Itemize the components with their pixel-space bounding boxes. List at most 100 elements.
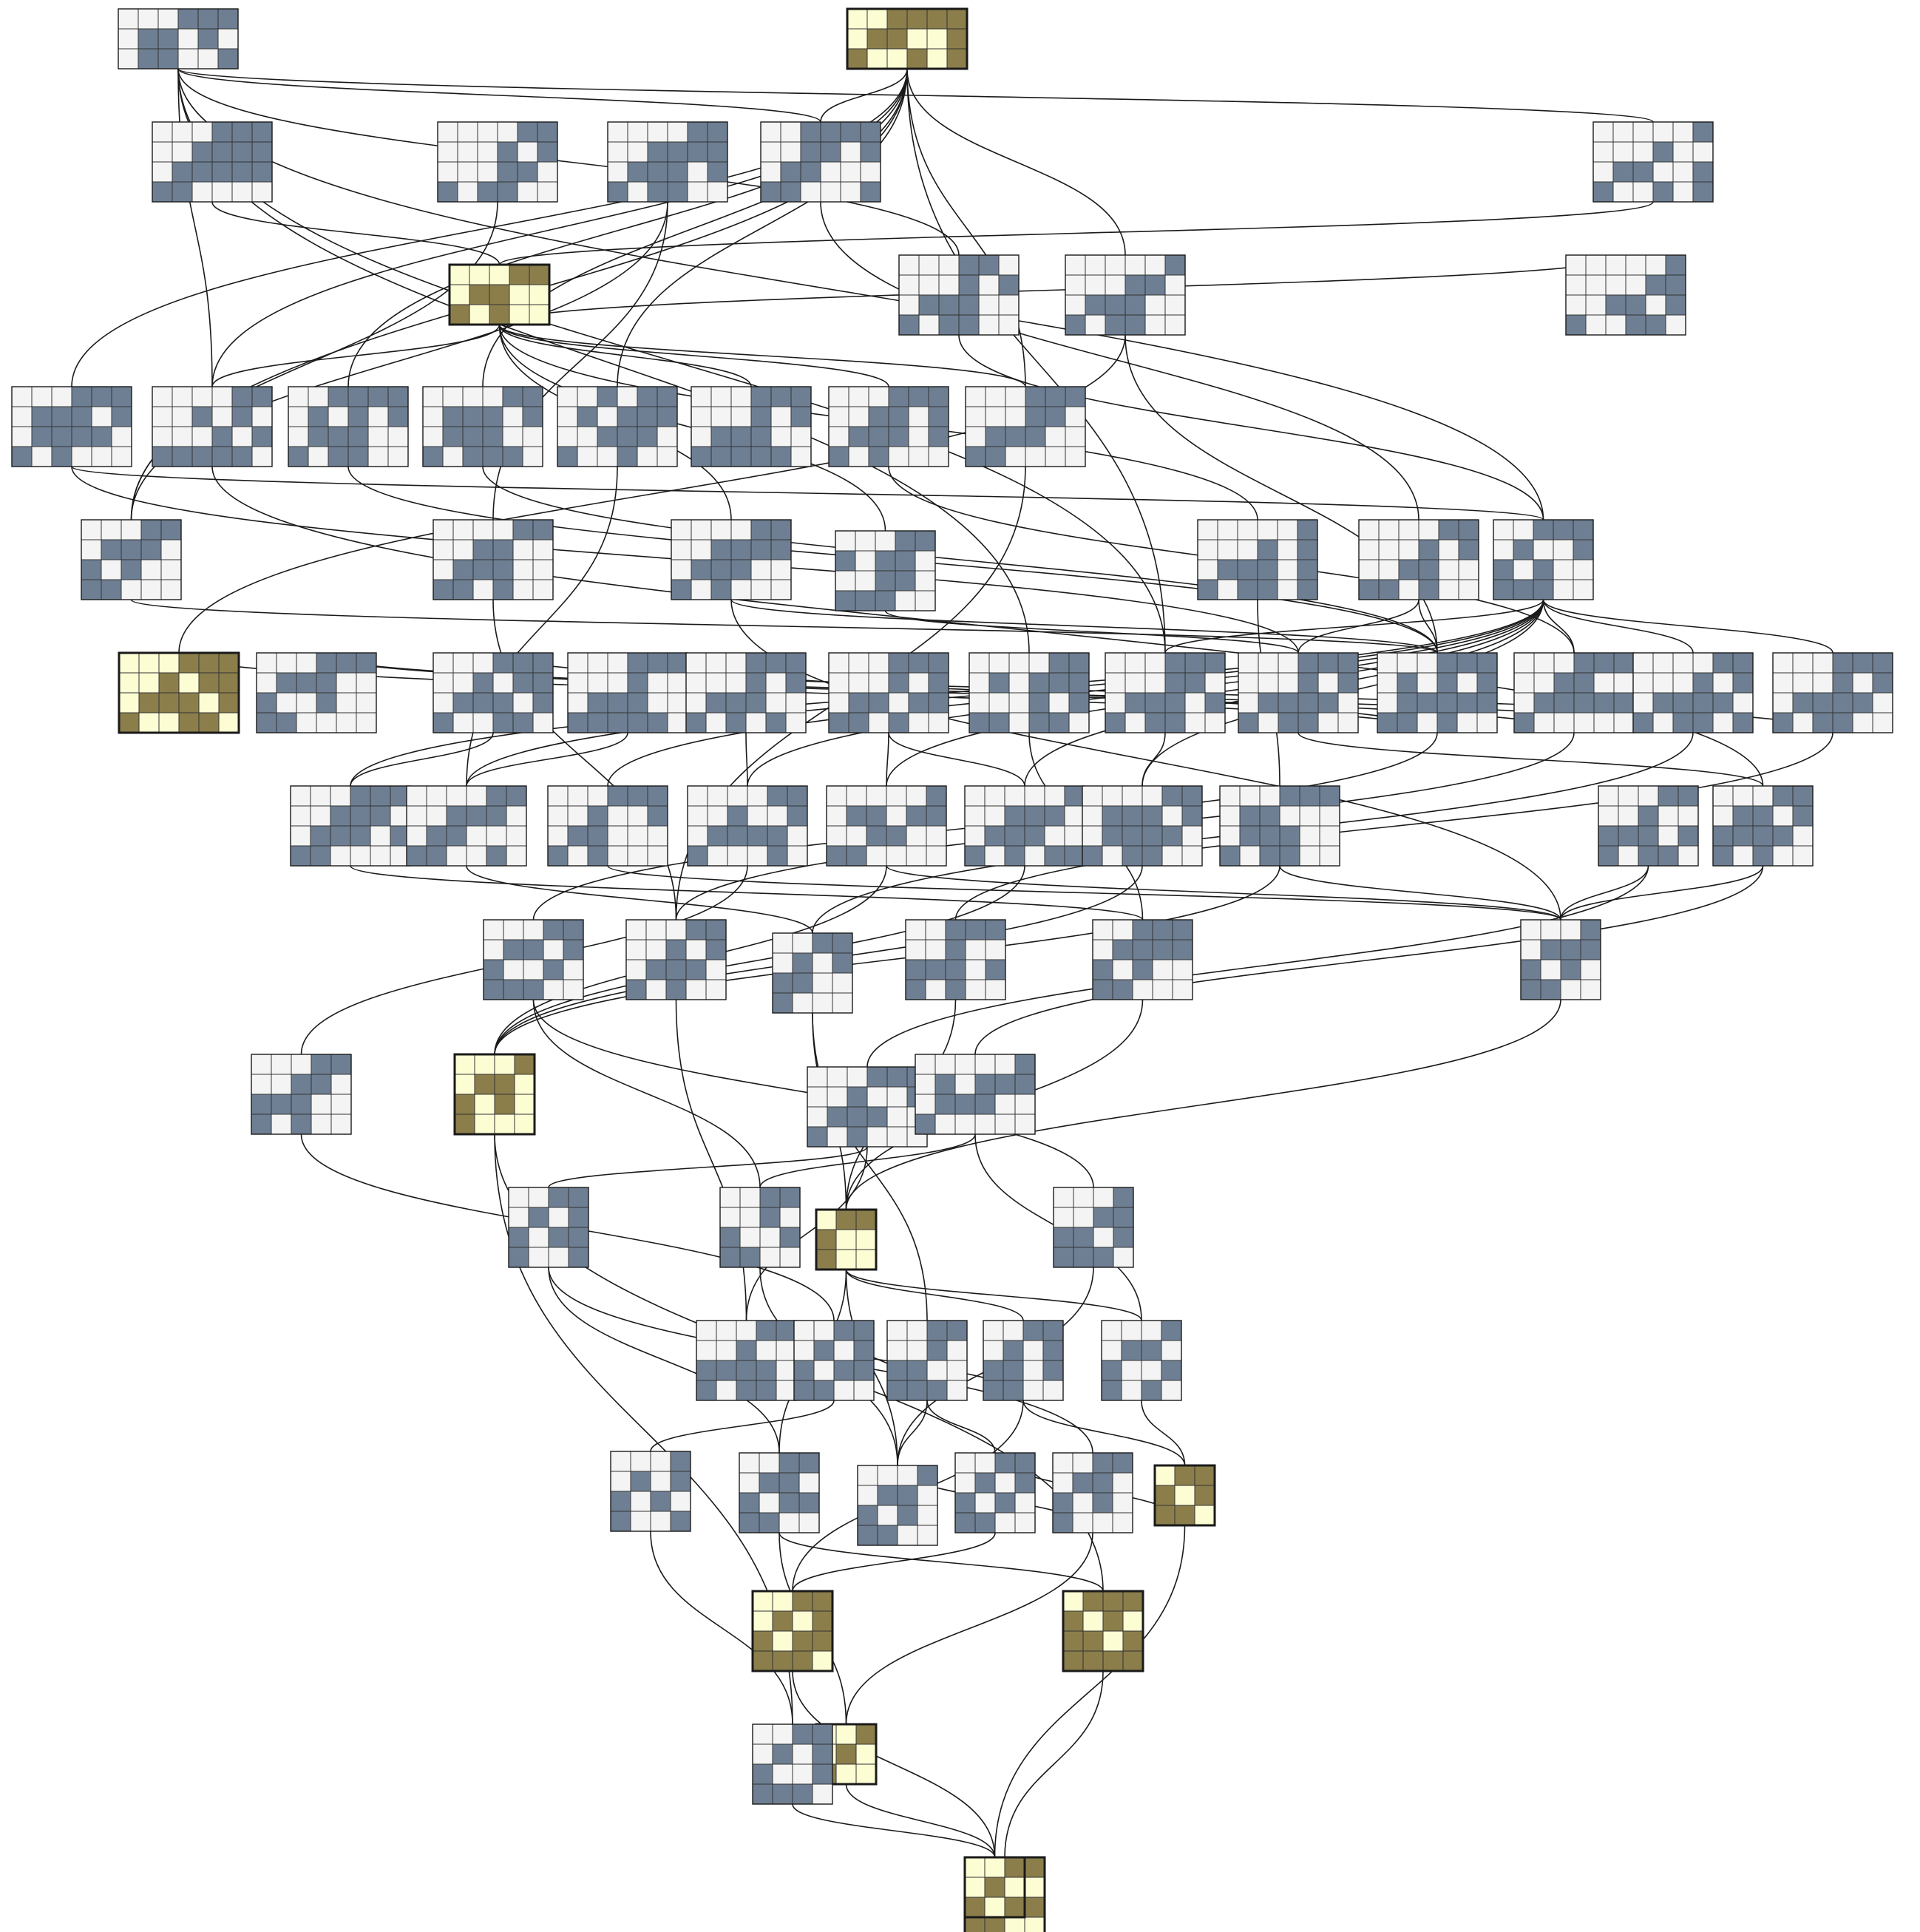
- grid-cell: [1560, 939, 1581, 960]
- grid-cell: [691, 559, 712, 580]
- grid-cell: [1417, 712, 1438, 733]
- grid-node-n70: [857, 1465, 938, 1546]
- grid-cell: [945, 919, 966, 940]
- grid-cell: [543, 939, 564, 960]
- grid-cell: [792, 932, 813, 954]
- grid-cell: [172, 161, 193, 183]
- grid-cell: [1132, 939, 1153, 960]
- grid-cell: [938, 254, 960, 276]
- grid-cell: [466, 785, 487, 807]
- grid-cell: [231, 406, 253, 427]
- grid-cell: [256, 672, 277, 694]
- grid-cell: [1319, 785, 1340, 807]
- grid-cell: [607, 712, 628, 733]
- grid-cell: [650, 1511, 671, 1532]
- grid-cell: [1152, 919, 1173, 940]
- edge: [994, 1525, 1186, 1858]
- grid-cell: [886, 28, 908, 50]
- grid-cell: [449, 304, 470, 325]
- grid-cell: [486, 785, 507, 807]
- grid-node-n30: [567, 652, 688, 733]
- grid-cell: [1053, 1207, 1074, 1228]
- grid-cell: [1102, 1650, 1124, 1672]
- grid-cell: [508, 1187, 529, 1208]
- grid-cell: [1068, 712, 1090, 733]
- grid-cell: [625, 959, 647, 980]
- grid-cell: [1142, 805, 1163, 827]
- grid-cell: [1632, 161, 1654, 183]
- grid-frame: [251, 1054, 352, 1135]
- grid-cell: [776, 1340, 797, 1361]
- grid-cell: [532, 692, 554, 714]
- grid-cell: [1085, 314, 1106, 336]
- edge: [792, 1670, 996, 1858]
- grid-cell: [965, 939, 986, 960]
- grid-cell: [1258, 652, 1279, 674]
- grid-node-n54: [1092, 919, 1193, 1000]
- grid-cell: [472, 519, 494, 540]
- grid-cell: [650, 1491, 671, 1512]
- grid-cell: [537, 141, 558, 163]
- grid-cell: [687, 121, 708, 143]
- grid-cell: [752, 1650, 773, 1672]
- grid-cell: [1025, 426, 1046, 447]
- grid-cell: [1438, 559, 1459, 580]
- grid-frame: [905, 919, 1006, 1000]
- grid-cell: [954, 1074, 976, 1095]
- grid-cell: [670, 1451, 691, 1472]
- grid-cell: [846, 845, 867, 867]
- grid-frame: [846, 7, 969, 70]
- grid-cell: [462, 426, 484, 447]
- grid-cell: [311, 1054, 332, 1075]
- grid-cell: [1004, 785, 1025, 807]
- grid-cell: [1613, 652, 1635, 674]
- grid-cell: [1144, 672, 1166, 694]
- grid-frame: [671, 519, 792, 600]
- edge: [466, 865, 813, 934]
- grid-cell: [965, 386, 986, 407]
- grid-cell: [645, 959, 667, 980]
- grid-cell: [855, 1763, 877, 1785]
- grid-cell: [985, 939, 1006, 960]
- grid-cell: [877, 1505, 898, 1526]
- grid-cell: [607, 652, 628, 674]
- grid-cell: [1672, 121, 1694, 143]
- grid-cell: [1161, 845, 1183, 867]
- grid-cell: [964, 1857, 986, 1878]
- grid-cell: [367, 426, 389, 447]
- grid-cell: [772, 1590, 793, 1612]
- grid-node-n10: [898, 254, 1020, 336]
- grid-cell: [945, 979, 966, 1000]
- grid-cell: [866, 1126, 888, 1148]
- grid-cell: [454, 1114, 475, 1135]
- grid-node-n63: [696, 1320, 797, 1401]
- grid-node-n36: [1377, 652, 1498, 733]
- grid-cell: [685, 939, 707, 960]
- grid-cell: [1121, 1340, 1142, 1361]
- grid-cell: [759, 1247, 781, 1268]
- grid-cell: [820, 181, 841, 203]
- grid-cell: [1565, 294, 1587, 316]
- grid-cell: [1122, 825, 1143, 847]
- grid-cell: [705, 712, 727, 733]
- grid-cell: [691, 519, 712, 540]
- grid-cell: [543, 959, 564, 980]
- grid-cell: [1612, 141, 1634, 163]
- grid-cell: [138, 48, 159, 70]
- edge: [675, 999, 747, 1321]
- grid-cell: [1164, 294, 1186, 316]
- grid-cell: [848, 692, 869, 714]
- grid-cell: [1573, 559, 1594, 580]
- grid-cell: [197, 48, 219, 70]
- grid-cell: [1672, 672, 1694, 694]
- grid-cell: [1672, 652, 1694, 674]
- grid-cell: [1024, 1857, 1045, 1878]
- grid-cell: [954, 1094, 976, 1115]
- grid-cell: [815, 1249, 837, 1270]
- grid-cell: [1792, 805, 1814, 827]
- grid-cell: [1378, 559, 1400, 580]
- grid-cell: [1613, 692, 1635, 714]
- grid-cell: [868, 446, 889, 467]
- grid-cell: [1772, 825, 1794, 847]
- grid-cell: [111, 406, 132, 427]
